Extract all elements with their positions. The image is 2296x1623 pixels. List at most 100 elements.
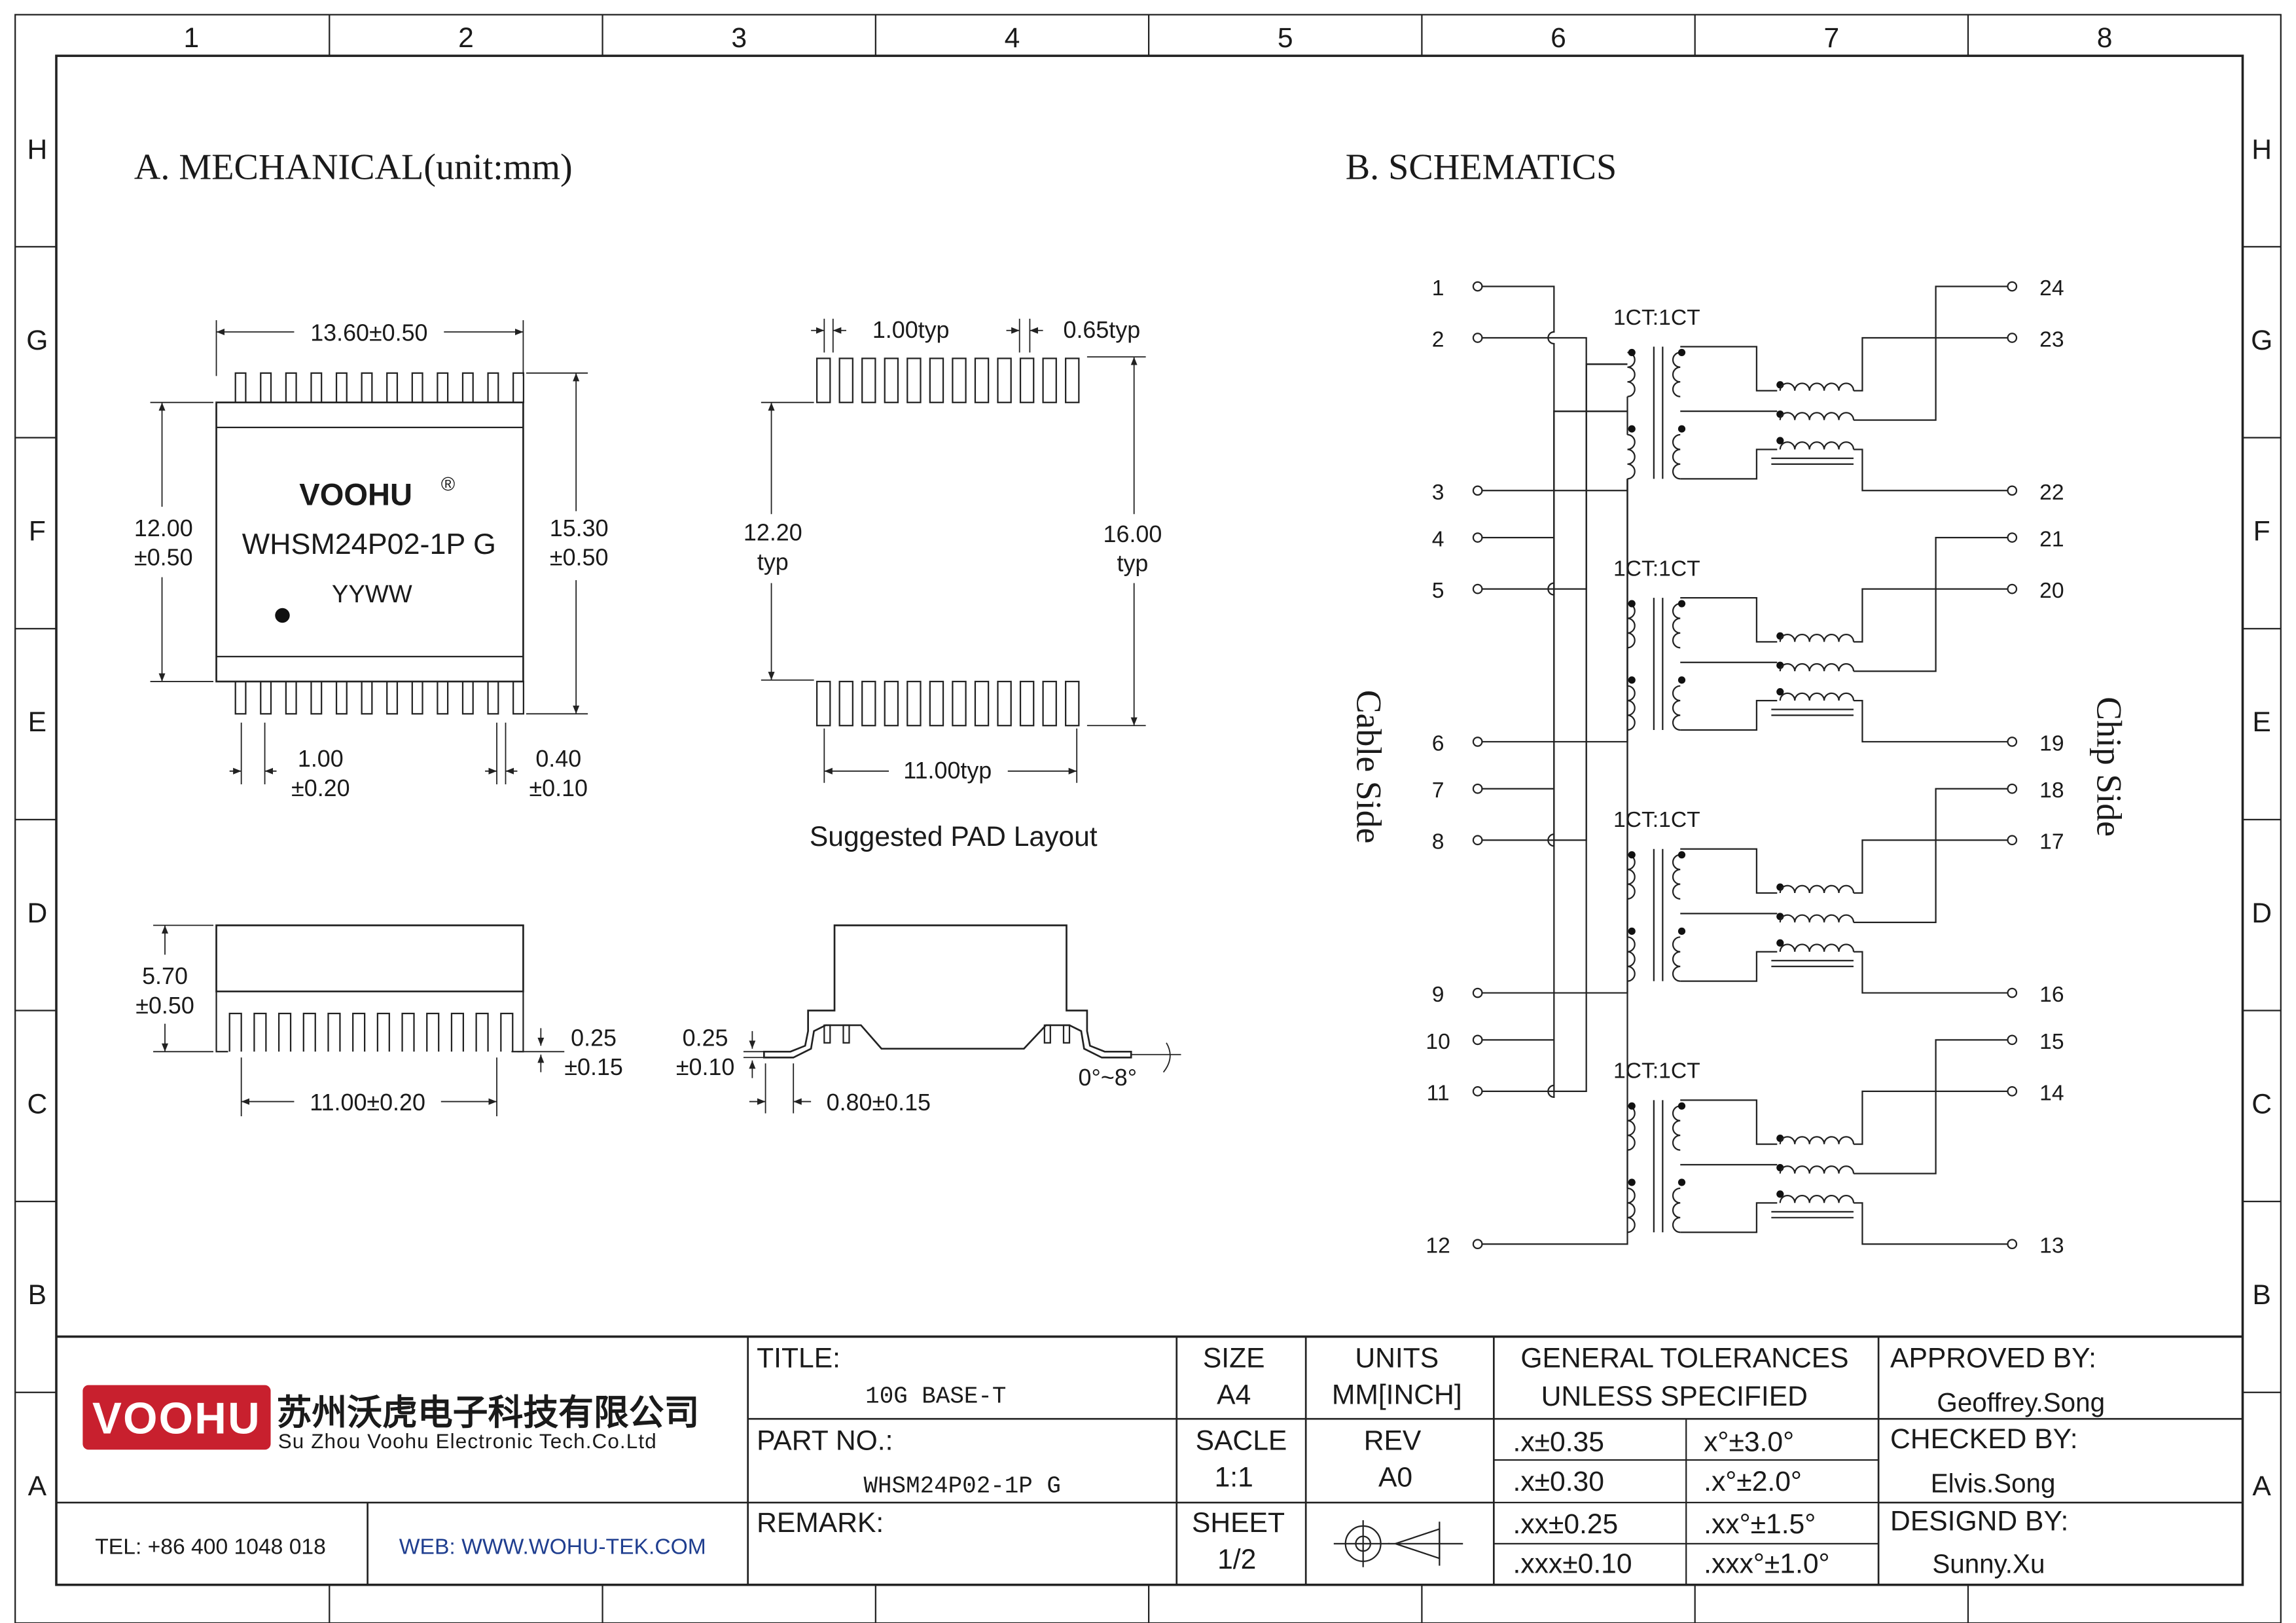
pin-number: 18 (2039, 778, 2064, 803)
lead-pitch-tol: ±0.20 (291, 775, 350, 801)
secondary-coil (1672, 1187, 1681, 1233)
drawing-frame (14, 14, 2282, 1623)
solder-pad (838, 357, 853, 403)
schematic-wire (1779, 1195, 1855, 1203)
rev-value: A0 (1378, 1461, 1412, 1493)
row-label: F (29, 516, 46, 547)
remark-label: REMARK: (757, 1507, 884, 1539)
sheet-label: SHEET (1192, 1507, 1285, 1539)
end-view: 0.25 ±0.10 0.80±0.15 0°~8° (676, 924, 1181, 1116)
pin-number: 21 (2039, 528, 2064, 552)
polarity-dot (1677, 851, 1686, 859)
checked-label: CHECKED BY: (1890, 1423, 2078, 1455)
schematic-wire (1680, 1099, 1778, 1145)
schematic-wire (1779, 943, 1855, 952)
title-value: 10G BASE-T (865, 1383, 1006, 1410)
secondary-coil (1672, 685, 1681, 731)
projection-symbol-icon (1333, 1520, 1463, 1567)
body-height-value: 12.00 (134, 515, 193, 541)
logo-text: VOOHU (92, 1395, 261, 1444)
pin-number: 7 (1432, 778, 1444, 803)
web-link[interactable]: WEB: WWW.WOHU-TEK.COM (399, 1535, 706, 1559)
schematic-wire (1653, 346, 1664, 479)
pin-number: 9 (1432, 983, 1444, 1007)
pad-span-dim: 11.00typ (903, 757, 992, 784)
solder-pad (952, 680, 967, 727)
units-value: MM[INCH] (1332, 1379, 1462, 1411)
terminal-right (2007, 532, 2018, 543)
component-lead (234, 372, 247, 403)
column-label: 6 (1551, 22, 1566, 54)
side-lead (228, 1012, 242, 1052)
terminal-right (2007, 1034, 2018, 1046)
polarity-dot (1677, 676, 1686, 684)
row-label: G (2251, 325, 2272, 356)
column-labels: 1 2 3 4 5 6 7 8 (184, 22, 2113, 54)
schematic-wire (1853, 588, 2008, 643)
component-lead (260, 372, 272, 403)
pin-number: 13 (2039, 1234, 2064, 1258)
tolerance-linear: .xx±0.25 (1513, 1508, 1618, 1540)
pin-number: 24 (2039, 276, 2064, 301)
terminal-left (1472, 333, 1483, 343)
schematic-wire (1853, 951, 2008, 994)
component-lead (285, 372, 297, 403)
row-label: A (28, 1470, 47, 1502)
solder-pad (861, 357, 876, 403)
pin-number: 17 (2039, 830, 2064, 854)
primary-coil (1626, 854, 1636, 900)
rev-label: REV (1364, 1425, 1422, 1456)
pin-number: 20 (2039, 579, 2064, 603)
size-label: SIZE (1203, 1343, 1265, 1374)
polarity-dot (1776, 437, 1784, 445)
title-label: TITLE: (757, 1343, 840, 1374)
secondary-coil (1672, 433, 1681, 480)
solder-pad (884, 680, 899, 727)
solder-pad (929, 357, 944, 403)
component-lead (512, 680, 524, 715)
side-lead (450, 1012, 465, 1052)
solder-pad (1019, 680, 1035, 727)
terminal-left (1472, 737, 1483, 747)
side-lead (475, 1012, 489, 1052)
pin-number: 12 (1426, 1234, 1450, 1258)
row-label: C (2251, 1089, 2272, 1120)
schematic-wire (1853, 788, 2008, 924)
component-lead (386, 680, 399, 715)
schematic-wire (1779, 412, 1855, 420)
schematic-wire (1653, 598, 1664, 730)
solder-pad (816, 680, 831, 727)
row-labels: H G F E D C B A H G F E D C B A (26, 134, 2272, 1502)
part-marking: WHSM24P02-1P G (242, 527, 496, 560)
schematic-wire (1779, 382, 1855, 391)
component-lead (411, 680, 423, 715)
pin-number: 3 (1432, 481, 1444, 505)
primary-coil (1626, 433, 1636, 480)
schematic-wire (1653, 848, 1664, 981)
turns-ratio: 1CT:1CT (1613, 556, 1700, 581)
size-value: A4 (1217, 1379, 1251, 1411)
checked-value: Elvis.Song (1931, 1468, 2056, 1498)
solder-pad (974, 680, 990, 727)
column-label: 3 (731, 22, 747, 54)
polarity-dot (1677, 927, 1686, 935)
schematic-wire (1653, 1100, 1664, 1233)
schematic-wire (1680, 951, 1778, 982)
row-label: A (2252, 1470, 2271, 1502)
terminal-left (1472, 281, 1483, 292)
solder-pad (1042, 357, 1057, 403)
approved-value: Geoffrey.Song (1937, 1387, 2105, 1417)
component-lead (461, 372, 474, 403)
terminal-right (2007, 281, 2018, 292)
polarity-dot (1628, 1102, 1636, 1110)
foot-angle-dim: 0°~8° (1079, 1065, 1138, 1091)
row-label: F (2253, 516, 2270, 547)
component-lead (361, 372, 373, 403)
schematic-wire (1680, 699, 1778, 731)
terminal-right (2007, 987, 2018, 998)
polarity-dot (1776, 939, 1784, 947)
component-lead (285, 680, 297, 715)
